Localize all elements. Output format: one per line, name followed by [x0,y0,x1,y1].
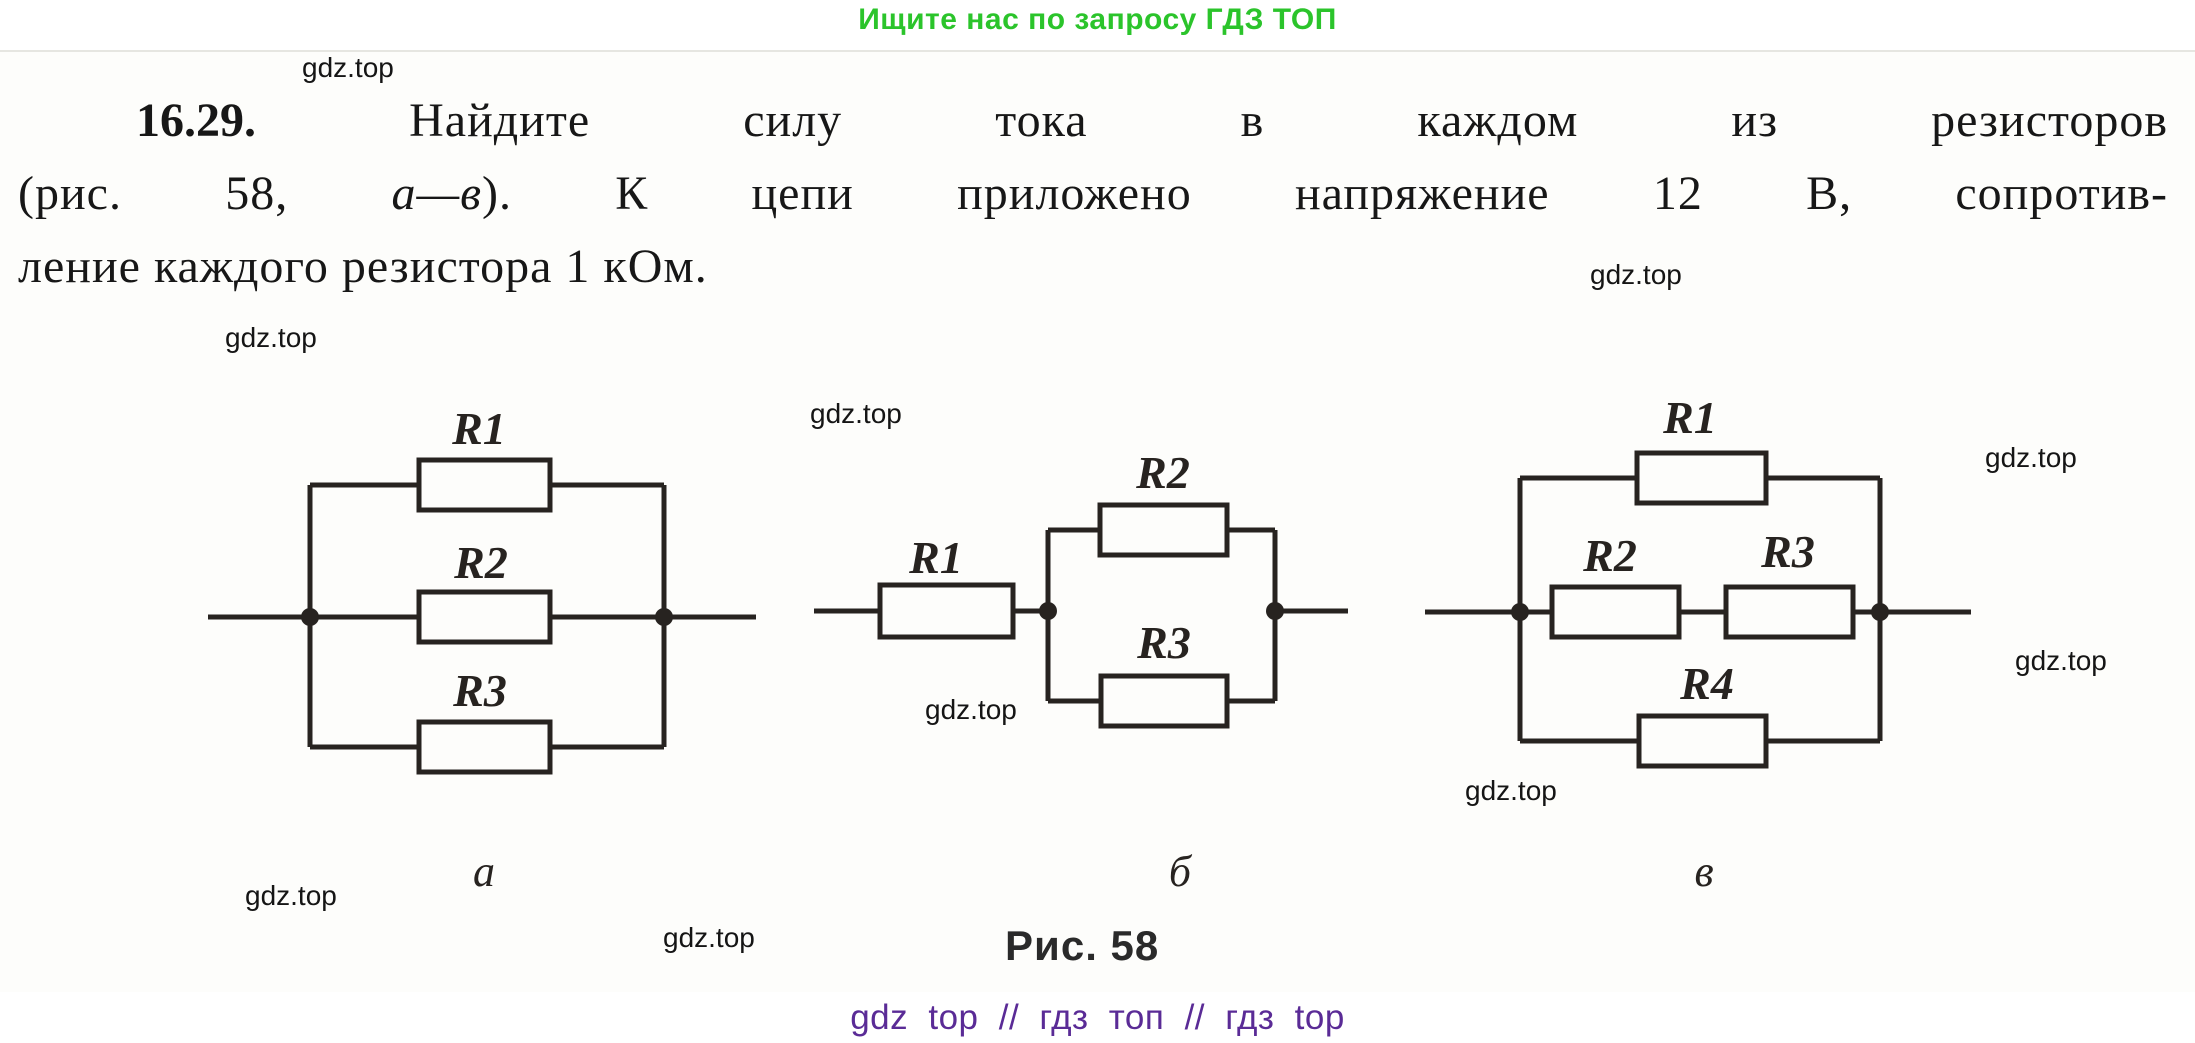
resistor-label: R1 [451,403,506,454]
resistor-box [1097,502,1230,558]
junction-dot [1039,602,1057,620]
junction-dot [1871,603,1889,621]
resistor-label: R2 [453,537,508,588]
resistor-box [1723,584,1856,640]
watermark-text: gdz.top [1465,775,1557,806]
watermark-text: gdz.top [302,52,394,83]
resistor-label: R2 [1582,530,1637,581]
circuit-label-a: а [473,847,495,896]
problem-line-2-text: ). К цепи приложено напряжение 12 В, соп… [481,167,2169,220]
problem-number: 16.29. [136,94,256,147]
problem-statement: 16.29. Найдите силу тока в каждом из рез… [18,84,2168,303]
junction-dot [1266,602,1284,620]
resistor-box [1634,450,1769,506]
circuit-diagram-a: R1 R2 R3 [208,403,756,775]
resistor-label: R1 [1662,392,1717,443]
resistor-box [1549,584,1682,640]
resistor-box [416,719,553,775]
junction-dot [1511,603,1529,621]
junction-dot [655,608,673,626]
watermark-text: gdz.top [1985,442,2077,473]
watermark-text: gdz.top [925,694,1017,725]
watermark-text: gdz.top [225,322,317,353]
watermark-text: gdz.top [2015,645,2107,676]
problem-line-1: 16.29. Найдите силу тока в каждом из рез… [18,84,2168,157]
resistor-label: R3 [452,665,507,716]
figure-range-italic: а—в [391,167,482,220]
circuit-label-v: в [1694,847,1714,896]
problem-line-1-text: Найдите силу тока в каждом из резисторов [409,94,2168,147]
junction-dot [301,608,319,626]
problem-line-2: (рис. 58, а—в). К цепи приложено напряже… [18,157,2168,230]
resistor-label: R2 [1135,447,1190,498]
resistor-box [1636,713,1769,769]
site-header-text: Ищите нас по запросу ГДЗ ТОП [858,3,1337,36]
circuit-diagram-b: R1 R2 R3 [814,447,1348,729]
resistor-label: R4 [1679,658,1734,709]
watermark-text: gdz.top [245,880,337,911]
problem-line-3: ление каждого резистора 1 кОм. [18,240,708,293]
watermark-text: gdz.top [1590,259,1682,290]
resistor-box [416,457,553,513]
watermark-text: gdz.top [663,922,755,953]
resistor-label: R3 [1760,526,1815,577]
site-footer-text: gdz top // гдз топ // гдз top [850,998,1345,1037]
resistor-label: R1 [908,532,963,583]
figure-caption: Рис. 58 [1005,922,1160,969]
watermark-text: gdz.top [810,398,902,429]
resistor-box [877,582,1016,640]
circuit-label-b: б [1168,847,1192,896]
resistor-box [1098,673,1230,729]
resistor-label: R3 [1136,617,1191,668]
figure-reference: (рис. 58, [18,167,289,220]
resistor-box [416,589,553,645]
circuit-diagram-v: R1 R2 R3 R4 [1425,392,1971,769]
